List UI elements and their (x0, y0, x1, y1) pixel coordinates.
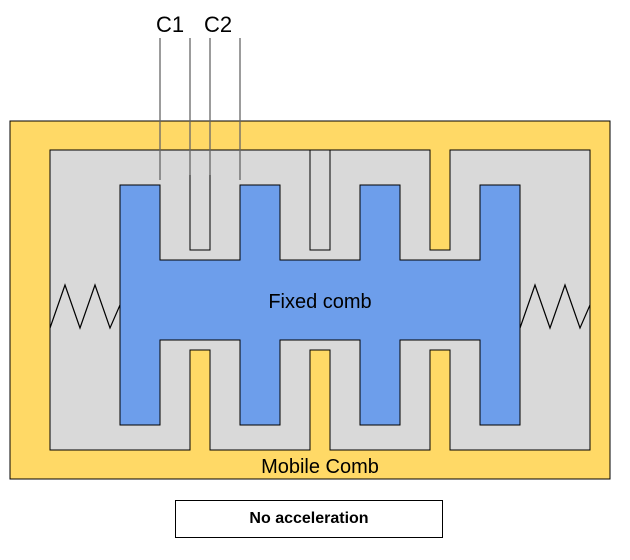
fixed-comb (119, 184, 521, 426)
left-spring (49, 283, 121, 330)
accelerometer-comb-diagram: C1 C2 Fixed comb Mobile Comb (9, 12, 611, 480)
c2-label: C2 (204, 12, 232, 37)
fixed-comb-label: Fixed comb (268, 291, 371, 313)
right-spring (519, 283, 591, 330)
mobile-comb-label: Mobile Comb (261, 456, 379, 478)
c1-label: C1 (156, 12, 184, 37)
caption-box: No acceleration (175, 500, 443, 538)
caption-text: No acceleration (249, 510, 369, 527)
